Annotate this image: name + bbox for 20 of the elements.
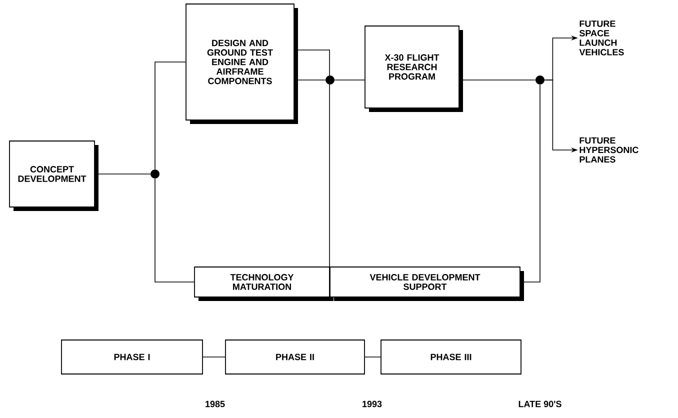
year-label: 1985	[206, 400, 225, 408]
connector-line	[202, 356, 226, 358]
process-box: TECHNOLOGY MATURATION	[194, 266, 334, 301]
phase-box: PHASE II	[225, 340, 365, 374]
junction-dot	[150, 170, 160, 178]
process-box: VEHICLE DEVELOPMENT SUPPORT	[330, 266, 524, 301]
process-box: DESIGN AND GROUND TEST ENGINE AND AIRFRAME COMPONENTS	[186, 4, 298, 124]
outcome-text: FUTURE SPACE LAUNCH VEHICLES	[579, 20, 624, 56]
process-box: CONCEPT DEVELOPMENT	[9, 140, 98, 211]
year-label: LATE 90'S	[518, 400, 562, 408]
junction-dot	[536, 76, 544, 84]
outcome-text: FUTURE HYPERSONIC PLANES	[580, 137, 638, 163]
phase-box: PHASE III	[380, 340, 522, 374]
connector-line	[154, 62, 186, 170]
phase-box: PHASE I	[61, 340, 203, 374]
process-box: X-30 FLIGHT RESEARCH PROGRAM	[364, 26, 463, 112]
year-label: 1993	[362, 400, 382, 408]
connector-line	[154, 178, 194, 282]
connector-line	[364, 356, 381, 358]
junction-dot	[326, 76, 334, 84]
